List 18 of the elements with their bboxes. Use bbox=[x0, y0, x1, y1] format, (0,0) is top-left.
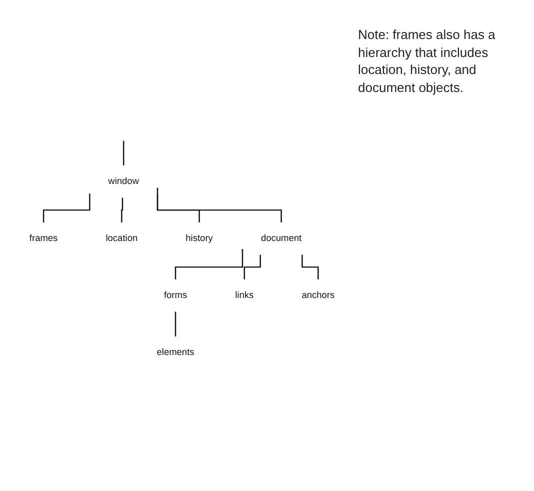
node-text: links bbox=[235, 290, 254, 300]
connector bbox=[121, 198, 124, 223]
node-text: forms bbox=[164, 290, 188, 300]
node-text: document bbox=[260, 232, 302, 244]
node-text: window bbox=[108, 176, 140, 186]
connector bbox=[42, 194, 90, 223]
connector bbox=[156, 188, 282, 223]
connector bbox=[244, 254, 261, 280]
node-text: history bbox=[186, 232, 213, 244]
node-text: frames bbox=[29, 232, 58, 244]
connector bbox=[302, 254, 319, 280]
connector bbox=[122, 140, 124, 166]
node-text: location bbox=[106, 232, 138, 244]
connector bbox=[174, 249, 244, 280]
note-text: Note: frames also has a hierarchy that includes location, history, and document objects. bbox=[358, 26, 496, 96]
connector bbox=[174, 312, 176, 337]
node-text: elements bbox=[156, 346, 194, 358]
node-text: anchors bbox=[302, 290, 335, 300]
